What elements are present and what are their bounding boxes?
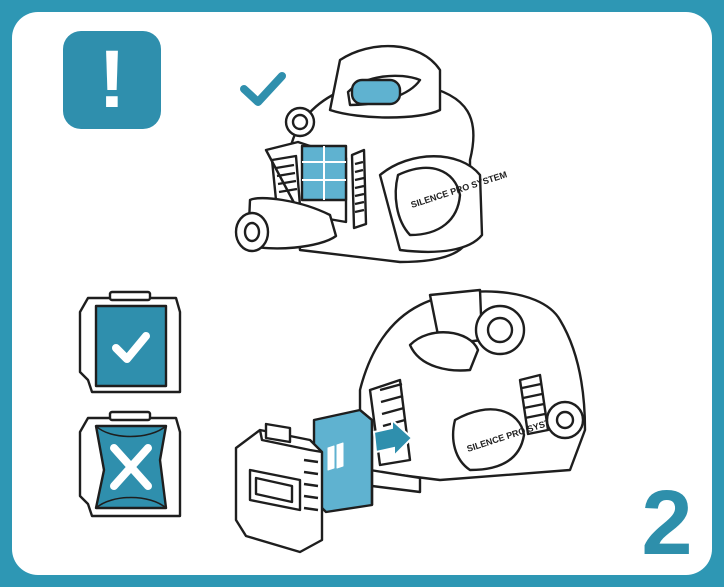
check-icon <box>244 76 282 102</box>
step-number: 2 <box>632 478 702 568</box>
filter-housing <box>236 424 322 552</box>
vacuum-filter-insertion-illustration: SILENCE PRO SYSTEM <box>360 290 585 492</box>
correct-filter-illustration <box>80 292 180 392</box>
wrong-filter-illustration <box>80 412 180 516</box>
